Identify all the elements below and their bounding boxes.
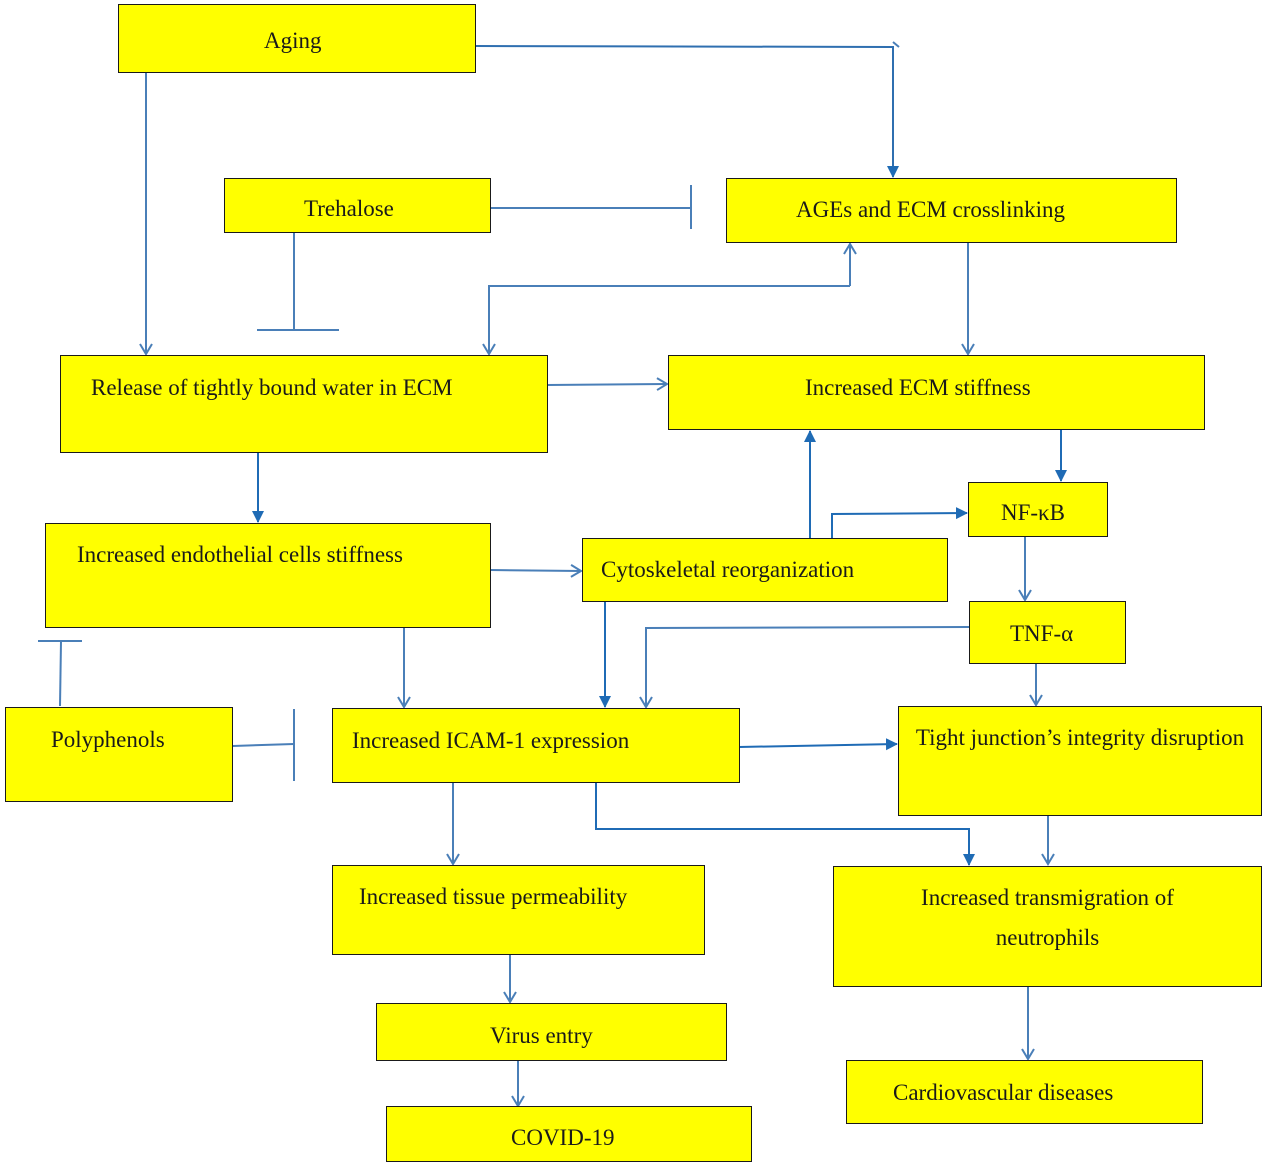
node-tissue-permeability: Increased tissue permeability — [332, 865, 705, 955]
edge-ages-to-release — [482, 285, 850, 356]
node-ages-crosslinking: AGEs and ECM crosslinking — [726, 178, 1177, 243]
node-neutrophil-transmigration: Increased transmigration of neutrophils — [833, 866, 1262, 987]
node-neutrophil-transmigration-label: Increased transmigration of neutrophils — [921, 885, 1174, 950]
edge-polyphenols-inhibits-endo — [59, 640, 62, 707]
node-ages-crosslinking-label: AGEs and ECM crosslinking — [796, 197, 1065, 222]
node-release-bound-water-label: Release of tightly bound water in ECM — [91, 375, 453, 400]
node-cytoskeletal-reorganization-label: Cytoskeletal reorganization — [601, 557, 855, 582]
node-tight-junction-disruption-label: Tight junction’s integrity disruption — [915, 725, 1245, 750]
edge-icam-to-transmig — [595, 783, 975, 866]
node-ecm-stiffness-label: Increased ECM stiffness — [805, 375, 1031, 400]
node-aging-label: Aging — [264, 28, 322, 53]
node-nfkb-label: NF-κB — [1001, 500, 1065, 525]
node-cytoskeletal-reorganization: Cytoskeletal reorganization — [582, 538, 948, 602]
node-nfkb: NF-κB — [968, 482, 1108, 537]
edge-endo-to-cyto — [489, 564, 583, 578]
node-icam-expression: Increased ICAM-1 expression — [332, 708, 740, 783]
node-virus-entry-label: Virus entry — [490, 1023, 593, 1048]
edge-polyphenols-inhibits-icam — [232, 743, 295, 747]
node-release-bound-water: Release of tightly bound water in ECM — [60, 355, 548, 453]
node-trehalose: Trehalose — [224, 178, 491, 233]
edge-cyto-to-nfkb — [831, 507, 968, 538]
node-cardiovascular-diseases: Cardiovascular diseases — [846, 1060, 1203, 1124]
node-tight-junction-disruption: Tight junction’s integrity disruption — [898, 706, 1262, 816]
node-covid-19-label: COVID-19 — [511, 1125, 615, 1150]
node-tnf-alpha-label: TNF-α — [1010, 621, 1074, 646]
node-aging: Aging — [118, 4, 476, 73]
node-polyphenols-label: Polyphenols — [51, 727, 165, 752]
edge-tnf-to-icam — [639, 626, 970, 709]
node-polyphenols: Polyphenols — [5, 707, 233, 802]
node-endothelial-stiffness: Increased endothelial cells stiffness — [45, 523, 491, 628]
node-ecm-stiffness: Increased ECM stiffness — [668, 355, 1205, 430]
node-cardiovascular-diseases-label: Cardiovascular diseases — [893, 1080, 1114, 1105]
node-endothelial-stiffness-label: Increased endothelial cells stiffness — [77, 542, 403, 567]
node-tissue-permeability-label: Increased tissue permeability — [359, 884, 628, 909]
node-tnf-alpha: TNF-α — [969, 601, 1126, 664]
edge-release-to-ecm-stiffness — [546, 377, 669, 391]
node-icam-expression-label: Increased ICAM-1 expression — [352, 728, 630, 753]
node-trehalose-label: Trehalose — [304, 196, 394, 221]
node-covid-19: COVID-19 — [386, 1106, 752, 1162]
node-virus-entry: Virus entry — [376, 1003, 727, 1061]
edge-tick — [892, 41, 900, 48]
edge-aging-to-ages — [475, 45, 899, 178]
edge-icam-to-tight — [738, 738, 898, 751]
